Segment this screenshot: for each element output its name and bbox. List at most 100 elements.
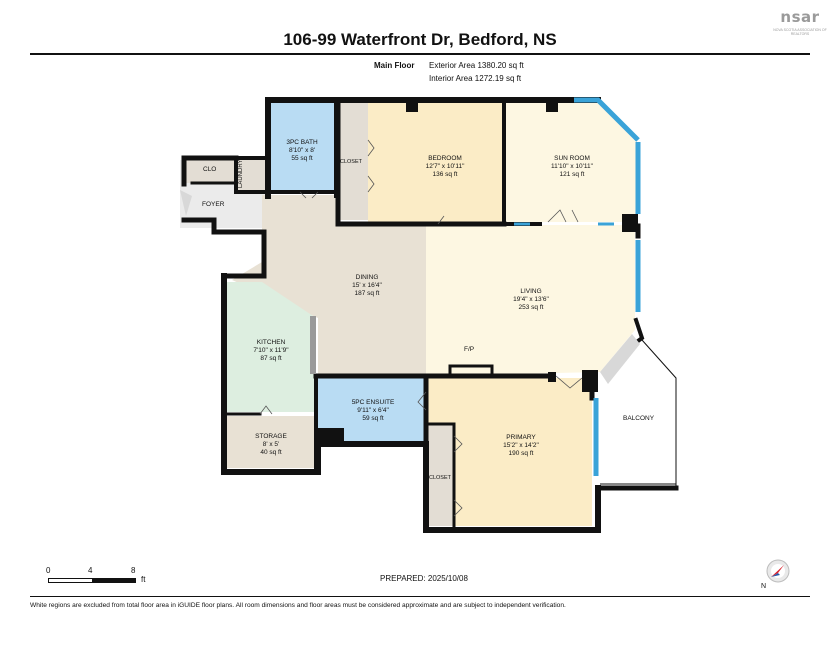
scale-unit: ft [141, 575, 146, 584]
entry-wedge [180, 190, 192, 216]
laundry-fill [236, 160, 268, 190]
nsar-logo: nsar NOVA SCOTIA ASSOCIATION OF REALTORS [768, 8, 832, 40]
column-2 [546, 100, 558, 112]
dining-name: DINING [355, 274, 379, 281]
door-closet1-b [367, 175, 375, 193]
room-label-primary: PRIMARY 15'2" x 14'2" 190 sq ft [476, 434, 566, 458]
door-bedroom [437, 215, 445, 225]
door-primary [555, 375, 583, 389]
bath-area: 55 sq ft [291, 155, 313, 162]
wall-outer-top [265, 97, 601, 199]
primary-area: 190 sq ft [508, 450, 534, 457]
scale-bar: 0 4 8 ft [46, 566, 156, 586]
door-ensuite [417, 391, 427, 411]
clo-fill [186, 160, 236, 183]
ensuite-fill [318, 378, 426, 442]
columns [318, 100, 638, 446]
room-label-foyer: FOYER [202, 201, 225, 208]
room-label-clo: CLO [203, 166, 217, 173]
ensuite-dims: 9'11" x 6'4" [357, 407, 389, 414]
door-kitchen [259, 405, 273, 415]
living-dims: 19'4" x 13'6" [513, 296, 549, 303]
room-label-bedroom: BEDROOM 12'7" x 10'11" 136 sq ft [400, 155, 490, 179]
scale-tick-4: 4 [88, 566, 93, 575]
compass-north-label: N [761, 583, 766, 590]
footer-divider [30, 596, 810, 597]
dining-dims: 15' x 16'4" [352, 282, 382, 289]
kitchen-name: KITCHEN [256, 339, 286, 346]
storage-fill [226, 416, 316, 468]
bedroom-fill [368, 102, 502, 222]
room-label-sunroom: SUN ROOM 11'10" x 10'11" 121 sq ft [527, 155, 617, 179]
living-name: LIVING [520, 288, 542, 295]
column-6 [548, 372, 556, 382]
floor-name: Main Floor [374, 61, 415, 70]
primary-fill [426, 378, 592, 526]
room-label-dining: DINING 15' x 16'4" 187 sq ft [322, 274, 412, 298]
primary-dims: 15'2" x 14'2" [503, 442, 539, 449]
bath-name: 3PC BATH [286, 139, 318, 146]
column-4 [318, 428, 344, 446]
bath-fill [268, 102, 336, 190]
walls [181, 97, 679, 533]
storage-dims: 8' x 5' [262, 441, 280, 448]
wall-laundry [234, 156, 270, 194]
room-label-kitchen: KITCHEN 7'10" x 11'9" 87 sq ft [226, 339, 316, 363]
interior-area: Interior Area 1272.19 sq ft [429, 74, 522, 83]
logo-wordmark: nsar [780, 8, 820, 26]
ensuite-area: 59 sq ft [362, 415, 384, 422]
prepared-date: PREPARED: 2025/10/08 [380, 574, 468, 583]
sunroom-fill [506, 102, 636, 222]
door-bath [299, 191, 319, 199]
wall-closet1 [335, 97, 507, 227]
bedroom-dims: 12'7" x 10'11" [425, 163, 465, 170]
door-sunroom [547, 209, 579, 223]
title-divider [30, 53, 810, 55]
fireplace-label: F/P [464, 346, 475, 353]
dining-area: 187 sq ft [354, 290, 380, 297]
bedroom-area: 136 sq ft [432, 171, 458, 178]
room-label-storage: STORAGE 8' x 5' 40 sq ft [226, 433, 316, 457]
wall-fp [448, 364, 494, 378]
wall-foyer-bottom [181, 217, 267, 279]
kitchen-area: 87 sq ft [260, 355, 282, 362]
column-5 [582, 370, 598, 392]
scale-segment-black [92, 578, 136, 583]
closet1-fill [338, 102, 368, 220]
door-closet1-a [367, 139, 375, 157]
storage-area: 40 sq ft [260, 449, 282, 456]
scale-tick-8: 8 [131, 566, 136, 575]
sunroom-dims: 11'10" x 10'11" [551, 163, 593, 170]
column-3 [622, 214, 638, 232]
wall-closet2 [426, 422, 456, 530]
kitchen-dims: 7'10" x 11'9" [253, 347, 289, 354]
primary-name: PRIMARY [506, 434, 536, 441]
bedroom-name: BEDROOM [428, 155, 462, 162]
kitchen-fill [226, 282, 316, 412]
balcony-door-wedge [600, 334, 640, 384]
windows [514, 97, 641, 476]
room-label-closet1: CLOSET [340, 159, 363, 165]
room-label-closet2: CLOSET [429, 475, 452, 481]
footer-disclaimer: White regions are excluded from total fl… [30, 602, 566, 609]
compass-icon: N [761, 559, 790, 590]
room-label-balcony: BALCONY [623, 415, 655, 422]
scale-tick-0: 0 [46, 566, 51, 575]
column-1 [406, 100, 418, 112]
window-sunroom-corner [574, 97, 640, 142]
door-swings [259, 139, 583, 517]
door-closet2-a [453, 435, 463, 453]
room-label-laundry: LAUNDRY [238, 159, 244, 188]
exterior-area: Exterior Area 1380.20 sq ft [429, 61, 524, 70]
living-fill [426, 225, 635, 376]
sunroom-name: SUN ROOM [554, 155, 590, 162]
room-fills [180, 102, 636, 526]
closet2-fill [428, 424, 454, 526]
room-label-living: LIVING 19'4" x 13'6" 253 sq ft [486, 288, 576, 312]
bath-dims: 8'10" x 8' [288, 147, 316, 154]
room-label-bath: 3PC BATH 8'10" x 8' 55 sq ft [257, 139, 347, 163]
ensuite-name: 5PC ENSUITE [351, 399, 395, 406]
sunroom-area: 121 sq ft [559, 171, 585, 178]
room-label-ensuite: 5PC ENSUITE 9'11" x 6'4" 59 sq ft [328, 399, 418, 423]
